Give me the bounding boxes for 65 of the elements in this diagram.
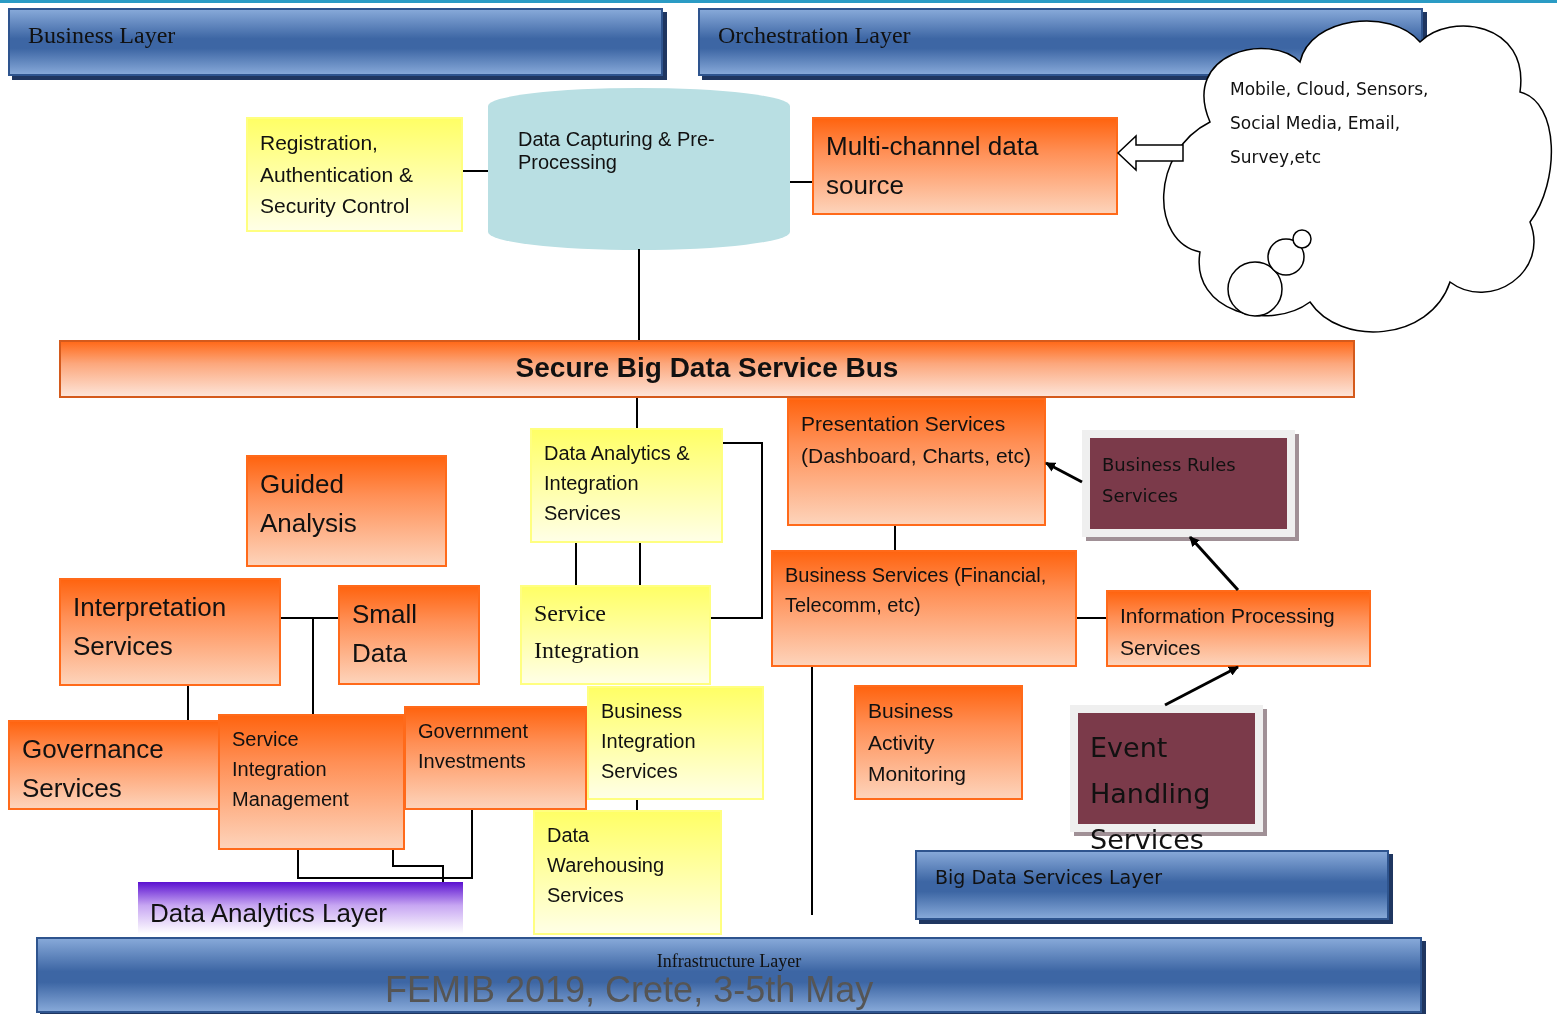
box-label: Governance Services — [22, 733, 165, 805]
connector-line — [811, 666, 813, 916]
box-label: Mobile, Cloud, Sensors, Social Media, Email, Survey,etc — [1230, 78, 1430, 169]
connector-line — [462, 170, 489, 172]
box-label: Data Warehousing Services — [547, 823, 666, 908]
box-label: Small Data — [352, 598, 418, 670]
service-box — [812, 117, 1118, 215]
box-label: Business Integration Services — [601, 699, 697, 784]
box-label: Secure Big Data Service Bus — [514, 352, 900, 384]
service-box — [218, 714, 405, 850]
connector-line — [187, 685, 189, 721]
box-label: Infrastructure Layer — [655, 951, 803, 972]
box-label: Data Analytics Layer — [150, 898, 388, 929]
service-box — [338, 585, 480, 685]
arrow — [1164, 665, 1239, 707]
box-label: Guided Analysis — [260, 468, 358, 540]
connector-line — [575, 542, 577, 586]
service-box — [404, 706, 587, 810]
arrow — [1116, 134, 1184, 172]
connector-line — [636, 397, 638, 429]
box-label: Service Integration Management — [232, 727, 350, 812]
connector-line — [280, 617, 314, 715]
box-label: Business Activity Monitoring — [868, 698, 968, 787]
connector-line — [392, 849, 444, 883]
connector-line — [789, 181, 813, 183]
connector-line — [1076, 617, 1107, 619]
arrow — [1188, 536, 1240, 591]
connector-line — [894, 525, 896, 551]
service-box — [246, 117, 463, 232]
layer-band — [138, 882, 463, 934]
arrow — [1045, 461, 1083, 484]
box-label: Government Investments — [418, 719, 530, 774]
box-label: Interpretation Services — [73, 591, 228, 663]
service-box — [787, 398, 1046, 526]
connector-line — [639, 542, 641, 586]
box-label: Event Handling Services — [1090, 731, 1212, 857]
box-label: Data Analytics & Integration Services — [544, 441, 691, 526]
box-label: Service Integration — [534, 599, 641, 666]
service-box — [530, 428, 723, 543]
service-box — [520, 585, 711, 685]
box-label: Presentation Services (Dashboard, Charts, etc) — [801, 411, 1032, 469]
box-label: Information Processing Services — [1120, 603, 1336, 661]
box-label: Multi-channel data source — [826, 130, 1040, 202]
box-label: Business Services (Financial, Telecomm, etc) — [785, 563, 1048, 618]
service-box — [587, 686, 764, 800]
box-label: Business Rules Services — [1102, 453, 1237, 508]
service-box — [246, 455, 447, 567]
service-box — [533, 810, 722, 935]
service-box — [1106, 590, 1371, 667]
connector-line — [297, 809, 473, 879]
data-cylinder — [488, 88, 790, 250]
box-label: Big Data Services Layer — [935, 866, 1163, 888]
connector-line — [710, 442, 763, 619]
service-box — [854, 685, 1023, 800]
box-label: Registration, Authentication & Security Control — [260, 130, 414, 219]
connector-line — [636, 799, 638, 811]
box-label: Business Layer — [28, 22, 177, 49]
box-label: Data Capturing & Pre-Processing — [518, 128, 716, 174]
box-label: Orchestration Layer — [718, 22, 912, 49]
service-box — [8, 720, 220, 810]
service-box — [771, 550, 1077, 667]
connector-line — [638, 248, 640, 341]
service-box — [59, 578, 281, 686]
footer-note: FEMIB 2019, Crete, 3-5th May — [385, 970, 874, 1010]
service-bus-bar — [59, 340, 1355, 398]
